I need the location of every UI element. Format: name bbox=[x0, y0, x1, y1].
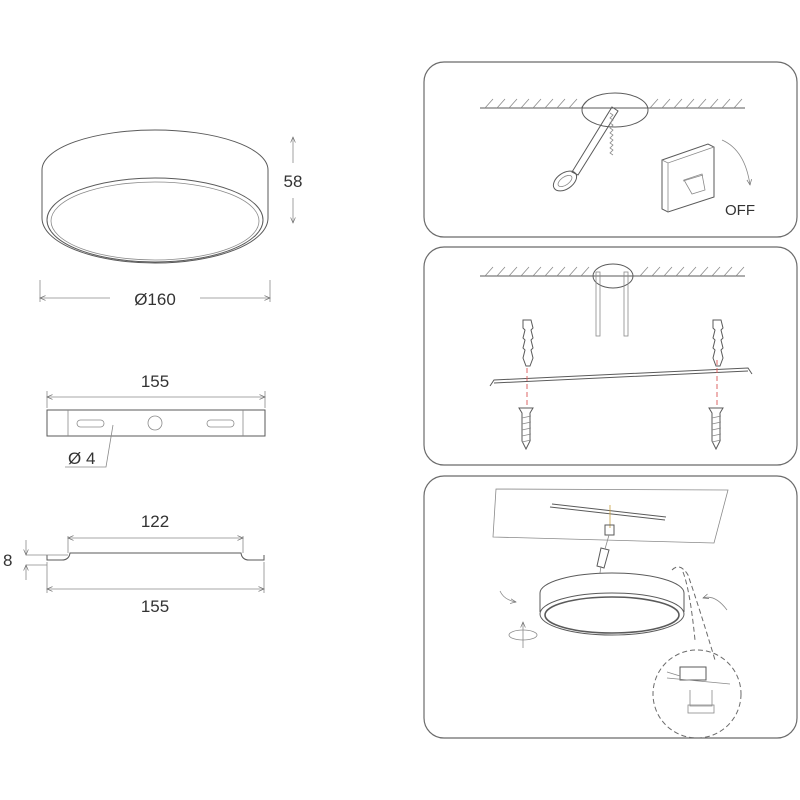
diameter-dimension: Ø160 bbox=[40, 280, 270, 309]
bracket-inner-length-label: 122 bbox=[141, 512, 169, 531]
lamp-side-view bbox=[41, 129, 269, 264]
bracket-height-label: 8 bbox=[3, 551, 12, 570]
wires-icon bbox=[595, 271, 629, 337]
clip-detail-icon bbox=[666, 666, 731, 714]
light-switch-icon bbox=[661, 143, 715, 213]
bracket-side-view: 122 8 155 bbox=[3, 512, 264, 616]
hole-diameter-label: Ø 4 bbox=[68, 449, 95, 468]
detail-callout bbox=[652, 649, 742, 739]
mounting-bracket bbox=[489, 367, 753, 387]
height-label: 58 bbox=[284, 172, 303, 191]
bracket-length-top-label: 155 bbox=[141, 372, 169, 391]
wall-anchor-icon bbox=[522, 319, 724, 367]
terminal-block bbox=[604, 524, 615, 536]
bracket-top-view: 155 Ø 4 bbox=[47, 372, 265, 468]
diameter-label: Ø160 bbox=[134, 290, 176, 309]
rotate-arrow-icon bbox=[499, 590, 516, 602]
step-1-power-off-panel: OFF bbox=[423, 61, 798, 238]
ceiling-plane bbox=[492, 488, 729, 544]
rotation-icon bbox=[508, 622, 538, 648]
rotate-arrow-icon bbox=[721, 139, 750, 185]
saw-icon bbox=[552, 106, 619, 192]
height-dimension: 58 bbox=[284, 137, 303, 223]
screw-icon bbox=[518, 407, 724, 451]
bracket-length-bottom-label: 155 bbox=[141, 597, 169, 616]
step-3-attach-lamp-panel bbox=[423, 475, 798, 739]
step-2-mount-bracket-panel bbox=[423, 246, 798, 466]
off-label: OFF bbox=[725, 202, 755, 219]
connector bbox=[596, 547, 610, 569]
lamp-body bbox=[539, 572, 685, 636]
